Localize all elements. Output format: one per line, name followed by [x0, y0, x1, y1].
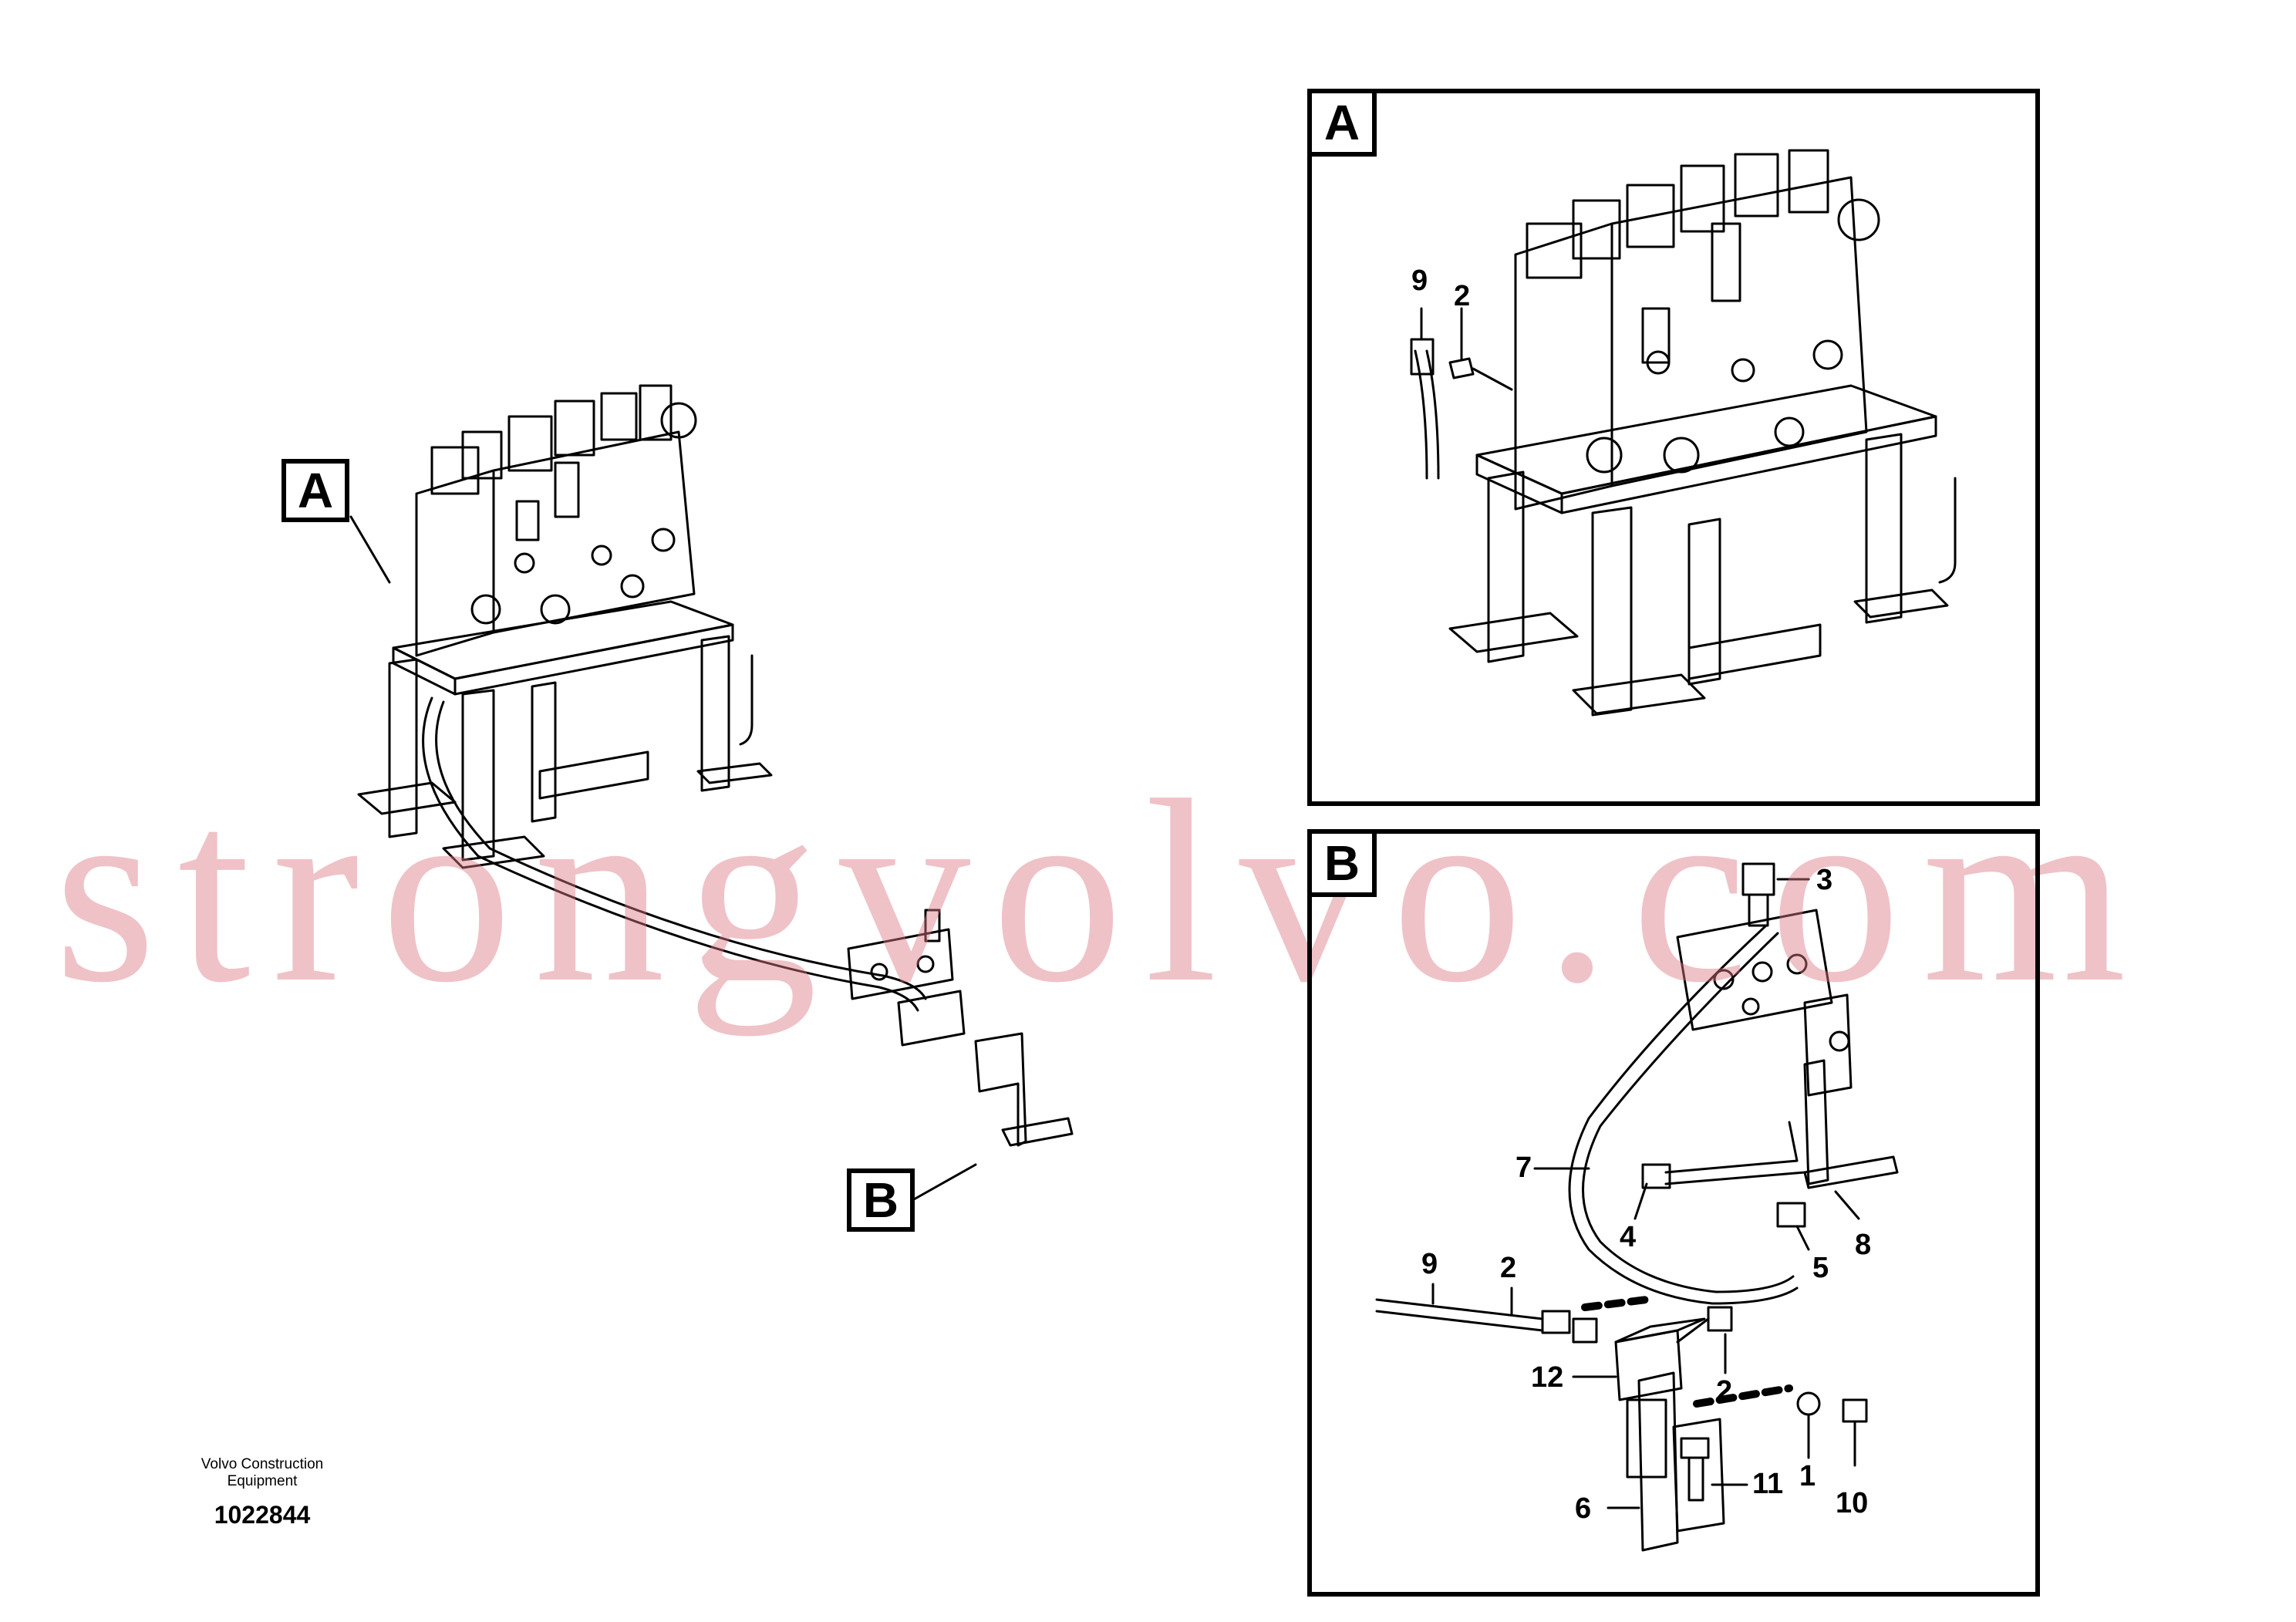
detail-b-label: B [1307, 829, 1377, 897]
callout-b-5: 5 [1812, 1252, 1829, 1284]
callout-b-11: 11 [1752, 1468, 1784, 1500]
detail-b-panel [1307, 829, 2040, 1597]
callout-b-8: 8 [1855, 1229, 1872, 1261]
callout-b-1: 1 [1799, 1460, 1816, 1492]
company-name-line2: Equipment [227, 1472, 298, 1489]
callout-b-7: 7 [1515, 1152, 1532, 1184]
callout-a-9: 9 [1411, 265, 1428, 297]
callout-b-10: 10 [1836, 1487, 1869, 1519]
main-view-tag-b: B [847, 1168, 915, 1232]
drawing-number: 1022844 [214, 1500, 311, 1529]
detail-a-label: A [1307, 89, 1377, 157]
callout-b-2-right: 2 [1716, 1375, 1733, 1408]
detail-b-drawing [1375, 862, 1899, 1552]
callout-b-4: 4 [1620, 1221, 1637, 1253]
main-view-tag-a: A [282, 459, 349, 522]
main-control-valve [349, 384, 1074, 1201]
callout-b-12: 12 [1531, 1361, 1564, 1394]
callout-b-2-left: 2 [1500, 1252, 1517, 1284]
callout-b-9: 9 [1421, 1248, 1438, 1280]
credit-block: Volvo Construction Equipment 1022844 [166, 1456, 359, 1529]
company-name-line1: Volvo Construction [201, 1456, 324, 1472]
callout-b-6: 6 [1575, 1492, 1592, 1525]
detail-a-panel [1307, 89, 2040, 806]
detail-a-drawing [1410, 149, 1957, 717]
callout-b-3: 3 [1816, 864, 1833, 896]
callout-a-2: 2 [1454, 280, 1471, 312]
